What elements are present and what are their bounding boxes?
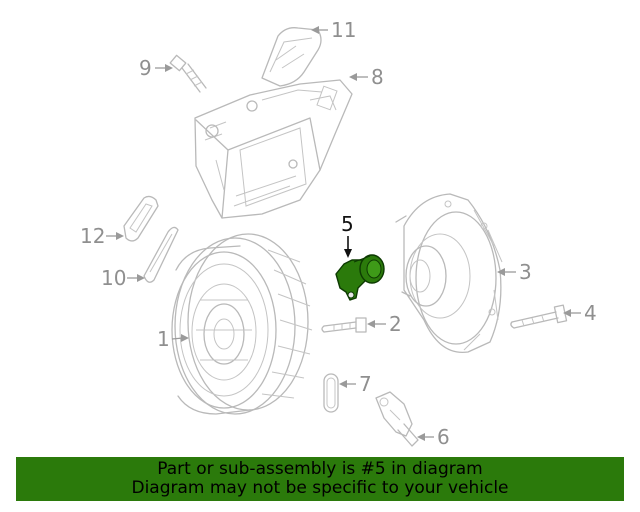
part-1-motor-assembly: [171, 233, 313, 415]
part-7-oring: [323, 373, 339, 413]
part-10-seal: [143, 226, 179, 283]
callout-label: 2: [389, 312, 402, 336]
callout-label: 12: [80, 224, 105, 248]
callout-11: 11: [311, 18, 356, 42]
callout-9: 9: [139, 56, 173, 80]
part-3-end-cover: [395, 193, 503, 354]
callout-label: 5: [341, 212, 354, 236]
part-11-cover: [261, 27, 322, 87]
callout-label: 10: [101, 266, 126, 290]
part-2-bolt: [321, 317, 367, 333]
part-4-bolt: [510, 304, 568, 329]
callout-3: 3: [497, 260, 532, 284]
callout-7: 7: [339, 372, 372, 396]
callout-2: 2: [367, 312, 402, 336]
callout-label: 3: [519, 260, 532, 284]
part-8-module: [194, 79, 353, 219]
part-9-bolt: [169, 54, 207, 93]
callout-5-highlighted: 5: [341, 212, 354, 258]
callout-label: 11: [331, 18, 356, 42]
callout-10: 10: [101, 266, 145, 290]
callout-label: 6: [437, 425, 450, 449]
part-5-sensor-highlighted: [335, 254, 385, 301]
callout-8: 8: [349, 65, 384, 89]
callout-1: 1: [157, 327, 189, 351]
callout-6: 6: [417, 425, 450, 449]
callout-label: 4: [584, 301, 597, 325]
banner-line-part-number: Part or sub-assembly is #5 in diagram: [157, 459, 483, 479]
callout-label: 7: [359, 372, 372, 396]
parts-diagram: 1 2 3 4 5 6 7 8 9: [80, 18, 597, 449]
info-banner: Part or sub-assembly is #5 in diagram Di…: [16, 457, 624, 501]
callout-4: 4: [563, 301, 597, 325]
banner-line-disclaimer: Diagram may not be specific to your vehi…: [131, 478, 509, 498]
callout-label: 8: [371, 65, 384, 89]
callout-label: 1: [157, 327, 170, 351]
part-12-gasket: [123, 195, 159, 242]
part-6-connector: [375, 391, 419, 447]
callout-label: 9: [139, 56, 152, 80]
callout-12: 12: [80, 224, 124, 248]
